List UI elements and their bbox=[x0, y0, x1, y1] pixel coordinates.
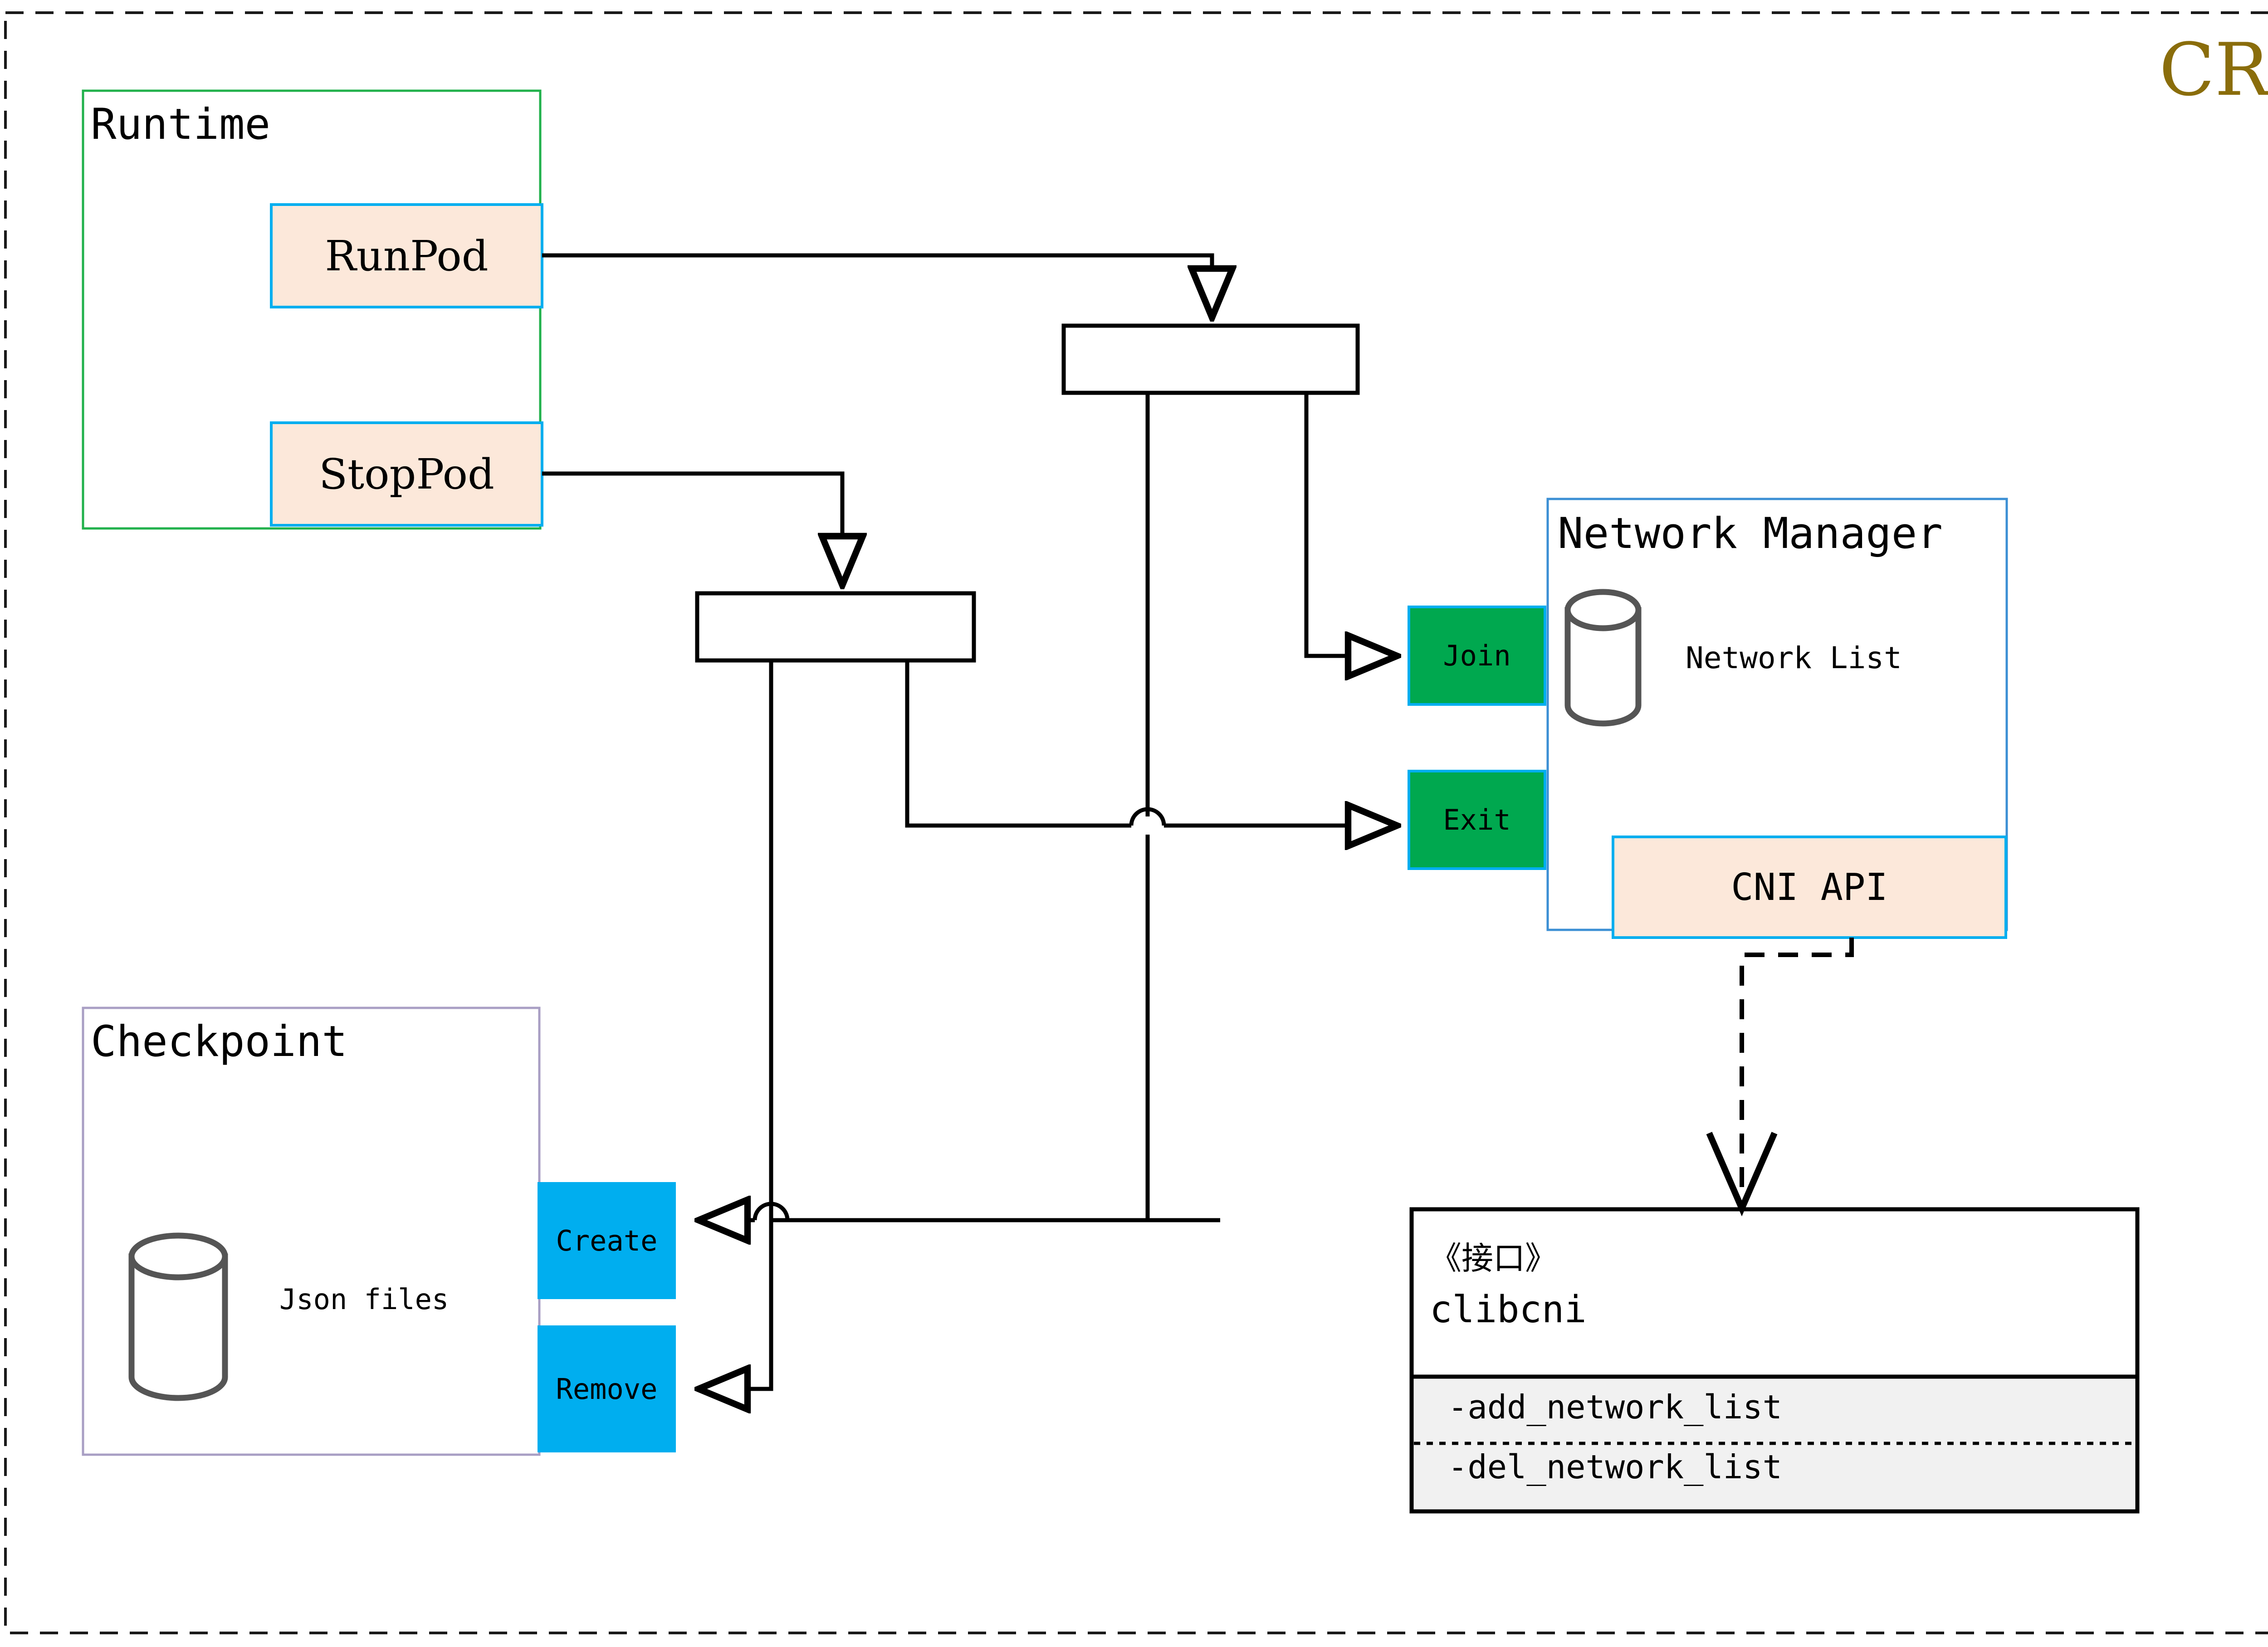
connector-stoppod-to-fork-bottom bbox=[542, 471, 842, 585]
create-box bbox=[538, 1182, 676, 1299]
network-manager-group-label: Network Manager bbox=[1558, 509, 1943, 558]
clibcni-stereotype: 《接口》 bbox=[1430, 1240, 1557, 1277]
connector-create-hop bbox=[753, 1202, 790, 1221]
connector-fork-top-left-output-lower bbox=[771, 835, 1150, 1222]
cni-api-box bbox=[1612, 836, 2007, 939]
clibcni-method-add: -add_network_list bbox=[1448, 1388, 1782, 1426]
stoppod-label[interactable]: StopPod bbox=[319, 450, 494, 498]
checkpoint-group-label: Checkpoint bbox=[91, 1017, 347, 1066]
fork-bar-top bbox=[1061, 323, 1360, 395]
runpod-box bbox=[270, 203, 543, 308]
create-label[interactable]: Create bbox=[556, 1224, 658, 1257]
join-label[interactable]: Join bbox=[1443, 639, 1511, 672]
join-box bbox=[1408, 606, 1546, 706]
connector-fork-bottom-right-to-exit-a bbox=[905, 660, 1131, 828]
realization-arrowhead-open bbox=[1706, 1132, 1778, 1217]
runpod-label[interactable]: RunPod bbox=[325, 231, 489, 280]
exit-box bbox=[1408, 770, 1546, 870]
stoppod-box bbox=[270, 421, 543, 527]
runtime-group-label: Runtime bbox=[91, 100, 271, 149]
connector-fork-top-left-hop bbox=[1129, 807, 1166, 826]
connector-cni-api-to-clibcni-dashed bbox=[1740, 941, 1854, 1193]
network-list-cylinder bbox=[1564, 589, 1642, 727]
fork-bar-bottom bbox=[695, 591, 976, 663]
page-title: CRI bbox=[2159, 27, 2268, 112]
json-files-label: Json files bbox=[279, 1283, 449, 1316]
connector-runpod-to-fork-top bbox=[542, 253, 1212, 318]
clibcni-name: clibcni bbox=[1430, 1288, 1587, 1331]
connector-fork-top-right-to-join bbox=[1304, 393, 1397, 656]
remove-box bbox=[538, 1325, 676, 1452]
runtime-group-box bbox=[82, 89, 542, 530]
exit-label[interactable]: Exit bbox=[1443, 803, 1511, 836]
json-files-cylinder bbox=[128, 1232, 228, 1401]
cni-api-label[interactable]: CNI API bbox=[1731, 865, 1888, 909]
connector-fork-bottom-left-output bbox=[699, 660, 773, 1389]
remove-label[interactable]: Remove bbox=[556, 1372, 658, 1406]
network-list-label: Network List bbox=[1686, 640, 1902, 675]
clibcni-method-del: -del_network_list bbox=[1448, 1448, 1782, 1486]
